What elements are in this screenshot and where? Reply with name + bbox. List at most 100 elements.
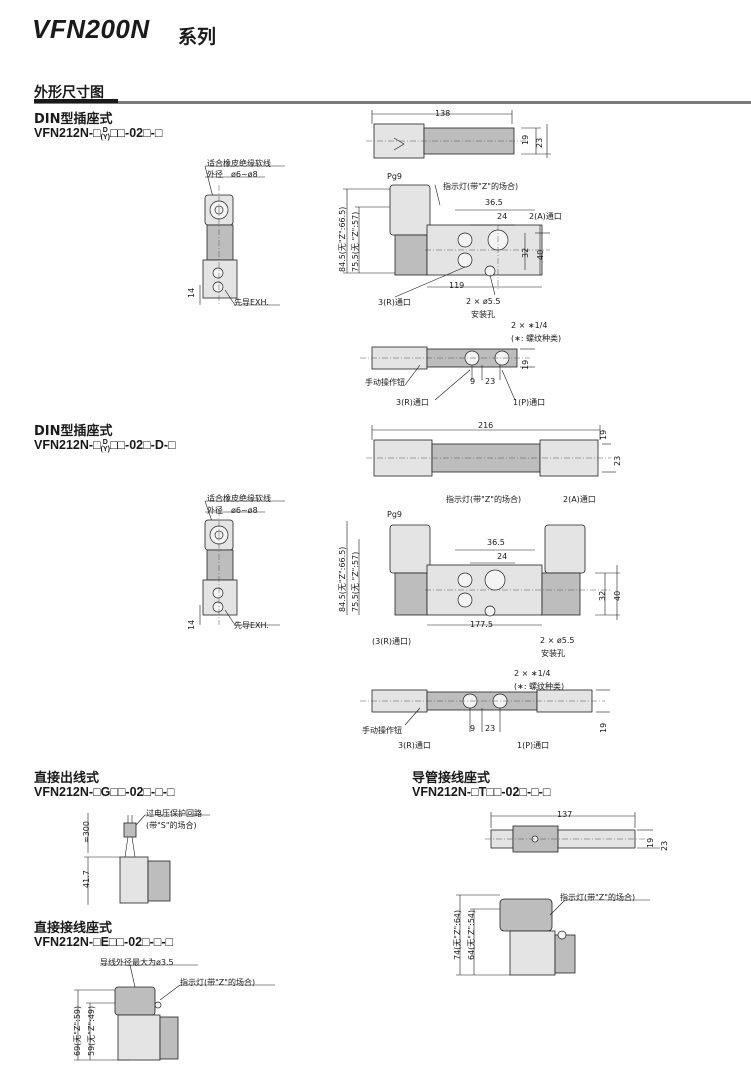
din2-dim-32: 32 [598,590,607,601]
lead-model: VFN212N-□E□□-02□-□-□ [34,935,174,949]
din1-model-sub: D(Y) [100,126,110,141]
din2-model-prefix: VFN212N-□ [34,438,101,452]
grommet-dim-300: ≈300 [82,821,91,843]
din1-exh-label: 先导EXH. [234,298,269,307]
din2-dim-75: 75.5(无 "Z":57) [351,551,360,612]
lead-connector [114,986,156,1016]
din2-pg9-label: Pg9 [387,510,402,519]
grommet-surge-module [123,822,137,838]
din1-mount-hole: 2 × ø5.5 [466,297,501,306]
din2-model-suffix: □□-02□-D-□ [109,438,176,452]
din2-top-view [366,425,616,477]
din2-cable-label: 适合橡皮绝缘软线 [207,494,271,503]
conduit-front-connector [499,898,553,932]
conduit-dim-74: 74(无"Z":64) [453,909,462,960]
din1-dim-138: 138 [435,109,451,118]
grommet-title: 直接出线式 [34,771,100,786]
din2-dim-177: 177.5 [470,620,493,629]
conduit-dim-19: 19 [646,837,655,848]
din1-dim-36: 36.5 [485,198,503,207]
conduit-indicator-label: 指示灯(带"Z"的场合) [560,893,636,902]
din1-model: VFN212N-□D(Y)□□-02□-□ [34,126,162,141]
section-divider-accent [34,99,118,103]
din1-pg9-label: Pg9 [387,172,402,181]
din2-model-sub: D(Y) [100,438,110,453]
din1-side-view [199,165,285,306]
lead-view [74,964,275,1061]
conduit-front-view [456,894,650,976]
din1-model-prefix: VFN212N-□ [34,126,101,140]
din1-dim-23b: 23 [485,377,496,386]
conduit-dim-23: 23 [660,840,669,851]
din2-port-r-bottom: 3(R)通口 [398,741,431,750]
din1-dim-75: 75.5(无 "Z":57) [351,211,360,272]
din2-dim-19: 19 [599,429,608,440]
din1-dim-23: 23 [535,137,544,148]
din1-mount-hole-label: 安装孔 [471,310,495,319]
grommet-dim-417: 41.7 [82,870,91,888]
lead-body [159,1016,179,1060]
din1-indicator-label: 指示灯(带"Z"的场合) [443,182,519,191]
din1-port-r-bottom: 3(R)通口 [396,398,429,407]
din1-dim-9: 9 [470,377,476,386]
din1-title: DIN型插座式 [34,112,113,127]
din1-dim-19: 19 [521,134,530,145]
din1-port-r-label: 3(R)通口 [378,298,411,307]
lead-indicator-label: 指示灯(带"Z"的场合) [180,978,256,987]
din1-od-label: 外径 ø6~ø8 [207,170,258,179]
din2-dim-23b: 23 [485,724,496,733]
din1-front-view [343,184,550,298]
lead-dim-59: 59(无"Z":49) [87,1005,96,1056]
din1-port-a-label: 2(A)通口 [529,212,562,221]
grommet-coil [119,856,149,904]
din2-port-p-label: 1(P)通口 [517,741,550,750]
grommet-model: VFN212N-□G□□-02□-□-□ [34,785,175,799]
lead-coil [117,1014,161,1061]
din2-dim-23: 23 [613,455,622,466]
din2-thread-note: (∗: 螺纹种类) [514,682,565,691]
conduit-dim-64: 64(无"Z":54) [467,909,476,960]
din2-dim-40: 40 [613,590,622,601]
din2-mount-hole-label: 安装孔 [541,649,565,658]
din2-side-view [199,500,285,626]
din1-side-coil [206,224,234,261]
grommet-view [84,813,210,905]
series-suffix: 系列 [178,26,217,48]
conduit-title: 导管接线座式 [412,771,491,786]
lead-title: 直接接线座式 [34,921,113,936]
din1-front-coil [394,234,428,276]
din1-front-connector [389,184,431,236]
din2-front-view [346,521,620,626]
din1-dim-32: 32 [521,247,530,258]
din1-dim-14: 14 [187,287,196,298]
din2-dim-9: 9 [470,724,476,733]
din1-dim-19b: 19 [521,359,530,370]
conduit-front-body [554,934,576,974]
din2-port-a-label: 2(A)通口 [563,495,596,504]
din2-dim-36: 36.5 [487,538,505,547]
din2-thread: 2 × ∗1/4 [514,669,551,678]
din1-dim-24: 24 [497,212,508,221]
din2-od-label: 外径 ø6~ø8 [207,506,258,515]
section-title: 外形尺寸图 [34,85,104,101]
din2-model: VFN212N-□D(Y)□□-02□-D-□ [34,438,176,453]
din1-manual-label: 手动操作钮 [365,378,405,387]
conduit-front-coil [509,930,556,976]
din2-exh-label: 先导EXH. [234,621,269,630]
din1-port-p-label: 1(P)通口 [513,398,546,407]
din2-dim-216: 216 [478,421,494,430]
din2-dim-24: 24 [497,552,508,561]
din1-top-view [366,110,551,159]
din1-cable-label: 适合橡皮绝缘软线 [207,159,271,168]
din2-indicator-label: 指示灯(带"Z"的场合) [446,495,522,504]
conduit-dim-137: 137 [557,810,573,819]
lead-od-label: 导线外径最大为ø3.5 [100,958,174,967]
din2-manual-label: 手动操作钮 [362,726,402,735]
din1-dim-119: 119 [449,281,465,290]
lead-dim-69: 69(无"Z":59) [73,1005,82,1056]
din2-dim-19b: 19 [599,722,608,733]
series-title: VFN200N [32,14,150,44]
din1-side-body [202,259,238,299]
section-divider [34,101,751,104]
grommet-body [147,860,171,902]
